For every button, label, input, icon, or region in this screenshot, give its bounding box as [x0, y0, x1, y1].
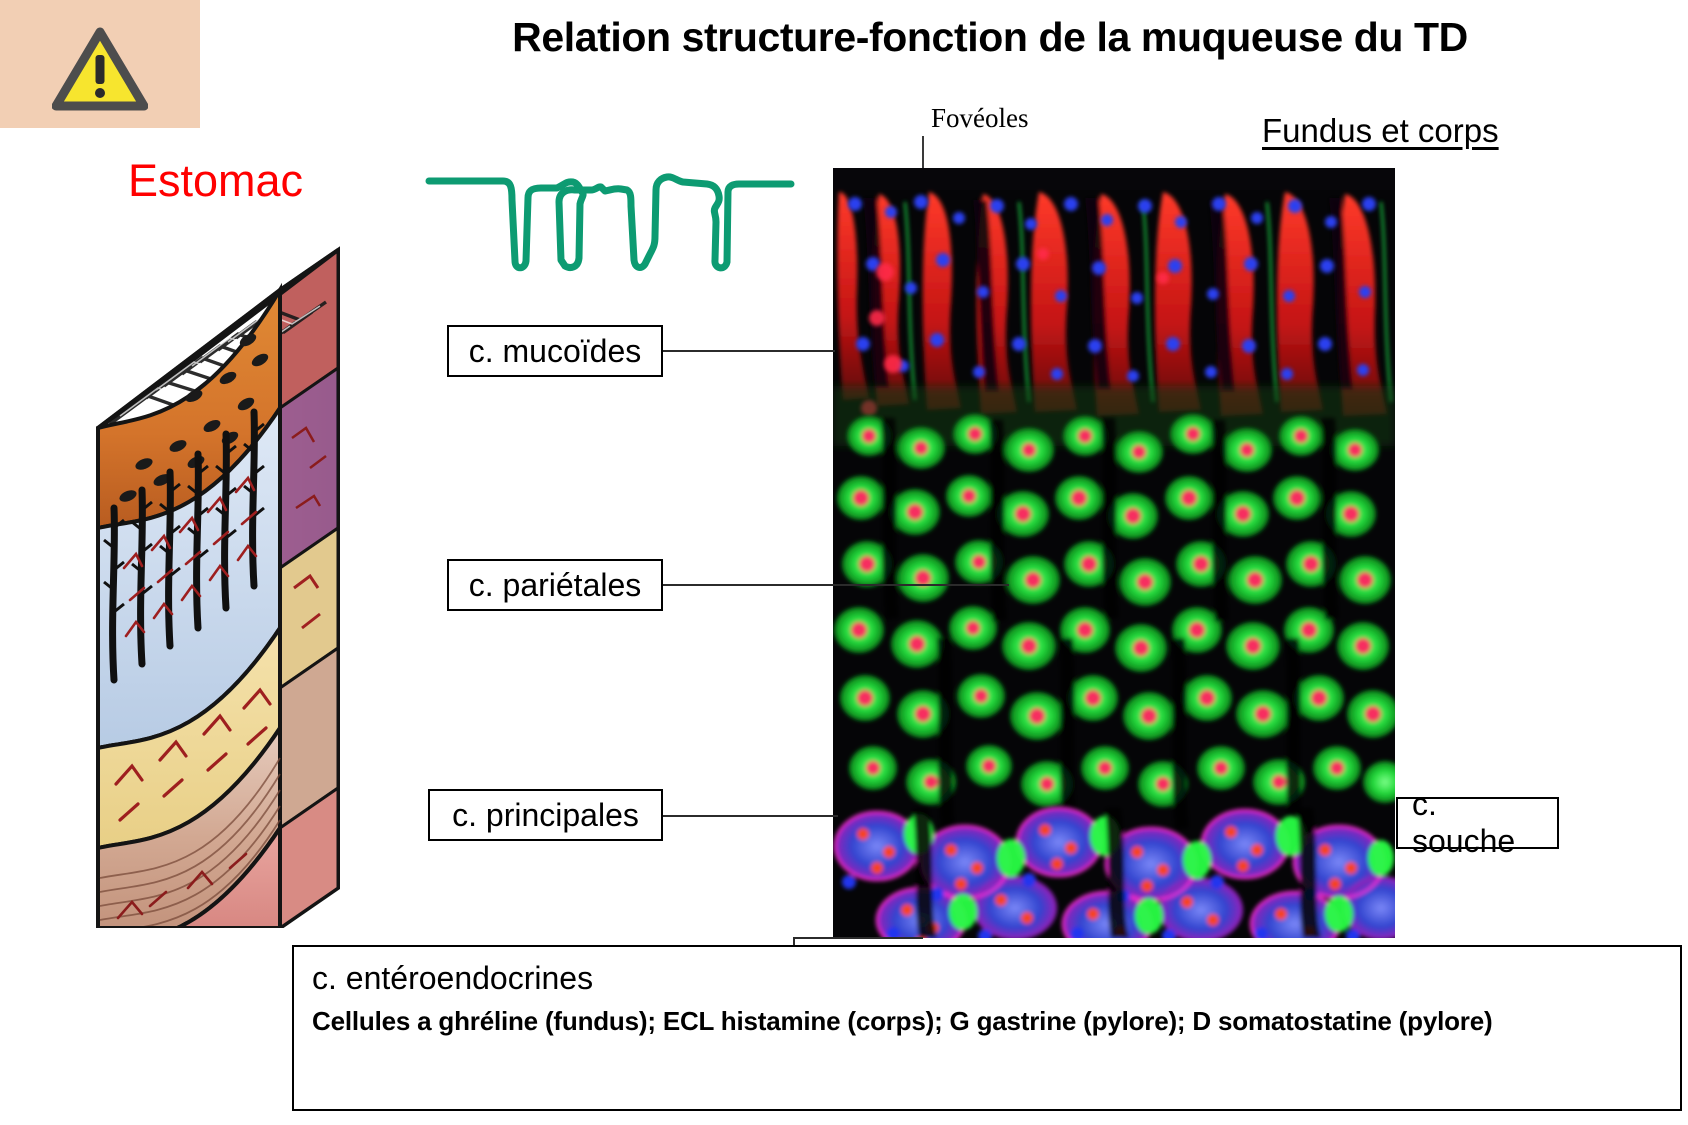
region-label: Fundus et corps: [1262, 112, 1499, 149]
label-mucoides: c. mucoïdes: [447, 325, 663, 377]
leader-line-mucoides: [663, 350, 835, 352]
label-principales: c. principales: [428, 789, 663, 841]
enteroendocrine-detail: Cellules a ghréline (fundus); ECL histam…: [312, 1006, 1493, 1037]
enteroendocrine-title: c. entéroendocrines: [312, 960, 594, 996]
chief-cell-zone: [833, 806, 1395, 938]
warning-badge: [0, 0, 200, 128]
organ-label: Estomac: [128, 155, 304, 206]
serosa-layer: [96, 821, 282, 928]
leader-line-enteroendocrines-horizontal: [793, 937, 923, 939]
micrograph-render: [833, 168, 1395, 938]
parietal-cell-zone: [834, 414, 1395, 830]
red-specks-upper: [861, 248, 1169, 416]
gastric-pit-schematic: [425, 173, 795, 272]
gastric-mucosa-micrograph: [833, 168, 1395, 938]
enteroendocrine-note-box: c. entéroendocrines Cellules a ghréline …: [292, 945, 1682, 1111]
block-side-face: [278, 246, 340, 928]
nuclei-blue-upper: [848, 195, 1376, 382]
label-souche: c. souche: [1396, 786, 1559, 859]
foveoles-label: Fovéoles: [931, 103, 1029, 133]
label-parietales: c. pariétales: [447, 559, 663, 611]
leader-line-parietales: [663, 584, 1009, 586]
leader-line-principales: [663, 815, 838, 817]
foveolar-zone: [837, 192, 1387, 416]
page-title: Relation structure-fonction de la muqueu…: [512, 14, 1468, 60]
stomach-wall-illustration: [96, 246, 340, 928]
warning-triangle-icon: [52, 27, 148, 111]
surface-epithelium-layer: [96, 282, 282, 531]
